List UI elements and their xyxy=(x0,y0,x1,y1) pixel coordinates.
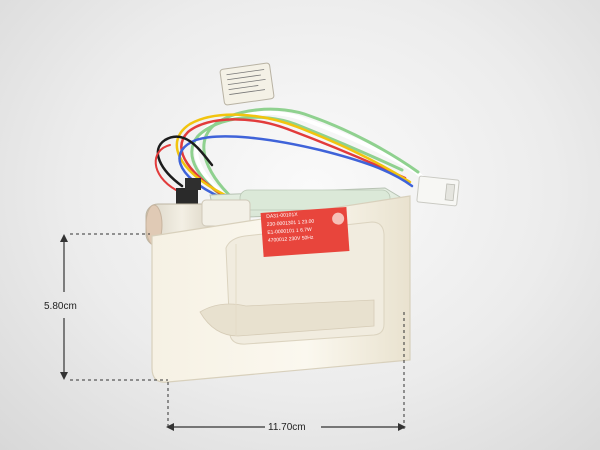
height-dimension xyxy=(60,234,68,380)
width-label: 11.70cm xyxy=(268,422,306,433)
wire-bundle xyxy=(154,107,434,207)
cable-tag xyxy=(219,62,275,106)
product-label xyxy=(260,207,350,257)
wire-connector xyxy=(416,175,460,207)
height-label: 5.80cm xyxy=(44,301,77,312)
width-dimension xyxy=(166,423,406,431)
